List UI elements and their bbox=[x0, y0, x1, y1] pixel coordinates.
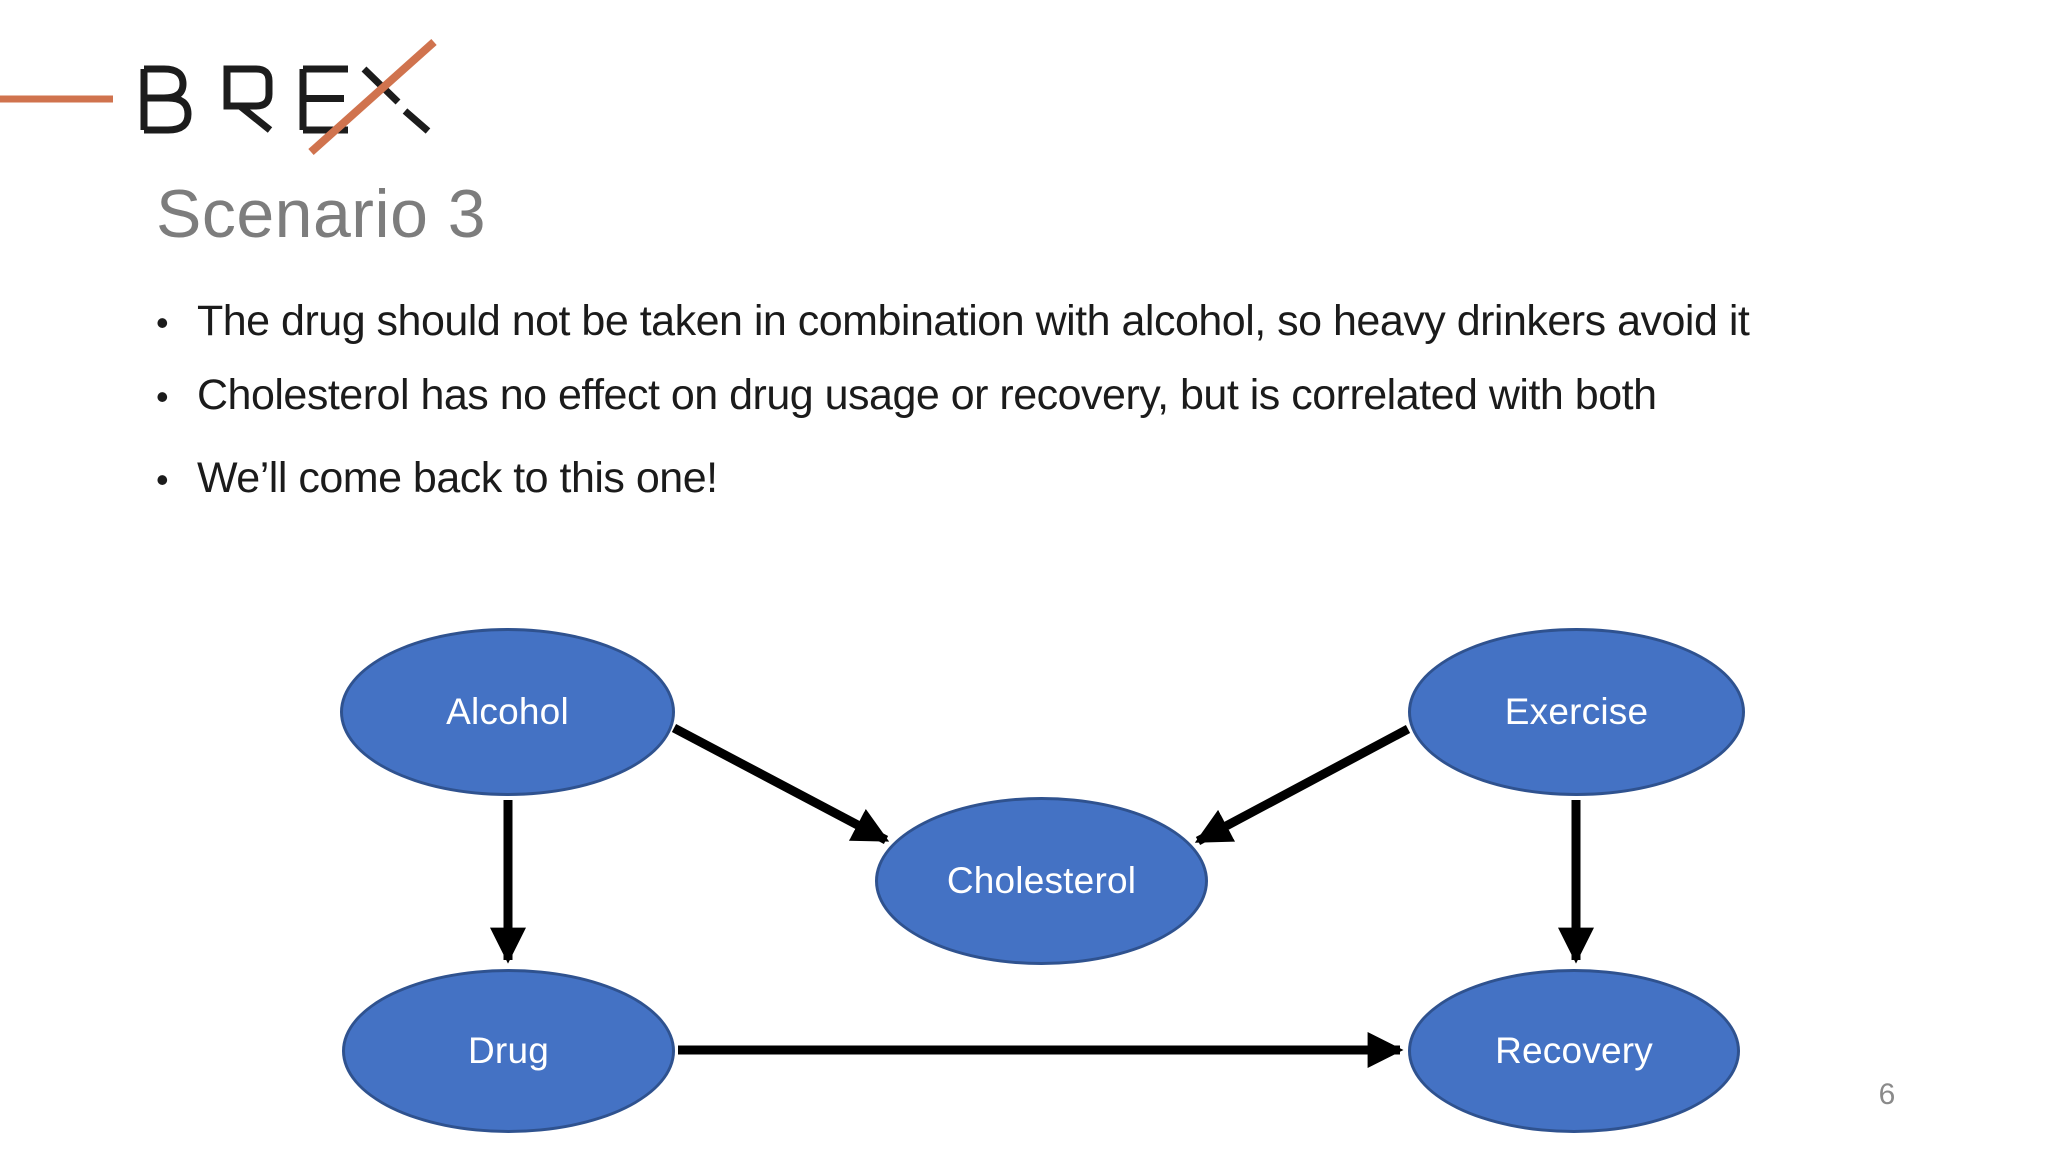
logo-slash-icon bbox=[308, 39, 437, 155]
logo-letter-r-leg bbox=[237, 103, 273, 133]
node-label: Alcohol bbox=[446, 691, 569, 732]
bullet-marker: • bbox=[156, 459, 169, 500]
node-cholesterol: Cholesterol bbox=[875, 797, 1208, 965]
edge-exercise-cholesterol-arrow bbox=[1194, 725, 1411, 845]
bullet-item: • The drug should not be taken in combin… bbox=[156, 295, 1750, 349]
node-label: Recovery bbox=[1495, 1030, 1653, 1071]
brex-logo bbox=[0, 39, 437, 155]
node-label: Exercise bbox=[1504, 691, 1649, 732]
node-label: Cholesterol bbox=[946, 860, 1137, 901]
logo-letter-r bbox=[223, 65, 273, 110]
edge-alcohol-cholesterol-arrow bbox=[671, 724, 890, 844]
node-label: Drug bbox=[468, 1030, 549, 1071]
logo-letter-b bbox=[140, 65, 192, 134]
slide-number: 6 bbox=[1878, 1078, 1896, 1111]
bullet-marker: • bbox=[156, 376, 169, 417]
page-title: Scenario 3 bbox=[156, 176, 487, 252]
bullet-marker: • bbox=[156, 302, 169, 343]
bullet-item: • Cholesterol has no effect on drug usag… bbox=[156, 369, 1657, 423]
node-alcohol: Alcohol bbox=[340, 628, 675, 796]
node-recovery: Recovery bbox=[1408, 969, 1740, 1133]
node-drug: Drug bbox=[342, 969, 675, 1133]
bullet-text: Cholesterol has no effect on drug usage … bbox=[197, 371, 1657, 419]
logo-letter-e bbox=[299, 65, 348, 134]
bullet-text: We’ll come back to this one! bbox=[197, 454, 718, 502]
bullet-text: The drug should not be taken in combinat… bbox=[197, 297, 1750, 345]
node-exercise: Exercise bbox=[1408, 628, 1745, 796]
bullet-item: • We’ll come back to this one! bbox=[156, 452, 718, 506]
